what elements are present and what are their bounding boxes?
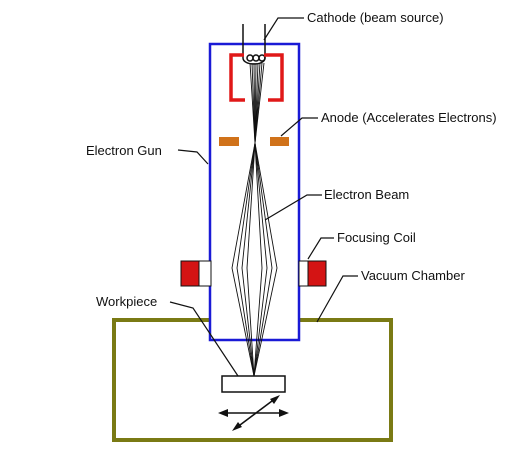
label-anode: Anode (Accelerates Electrons) bbox=[321, 110, 497, 125]
label-cathode: Cathode (beam source) bbox=[307, 10, 444, 25]
workpiece bbox=[221, 375, 286, 393]
anode-plate-left bbox=[219, 137, 239, 146]
label-electron-beam: Electron Beam bbox=[324, 187, 409, 202]
label-electron-gun: Electron Gun bbox=[86, 143, 162, 158]
label-vacuum-chamber: Vacuum Chamber bbox=[361, 268, 465, 283]
cathode-bracket bbox=[229, 53, 284, 102]
workpiece-motion-arrows bbox=[218, 395, 289, 431]
electron-beam bbox=[231, 62, 278, 377]
vacuum-chamber bbox=[112, 318, 393, 442]
leader-lines bbox=[169, 17, 358, 377]
label-focusing-coil: Focusing Coil bbox=[337, 230, 416, 245]
focusing-coil-right bbox=[298, 260, 327, 287]
label-workpiece: Workpiece bbox=[96, 294, 157, 309]
anode-plate-right bbox=[270, 137, 289, 146]
focusing-coil-left bbox=[180, 260, 212, 287]
